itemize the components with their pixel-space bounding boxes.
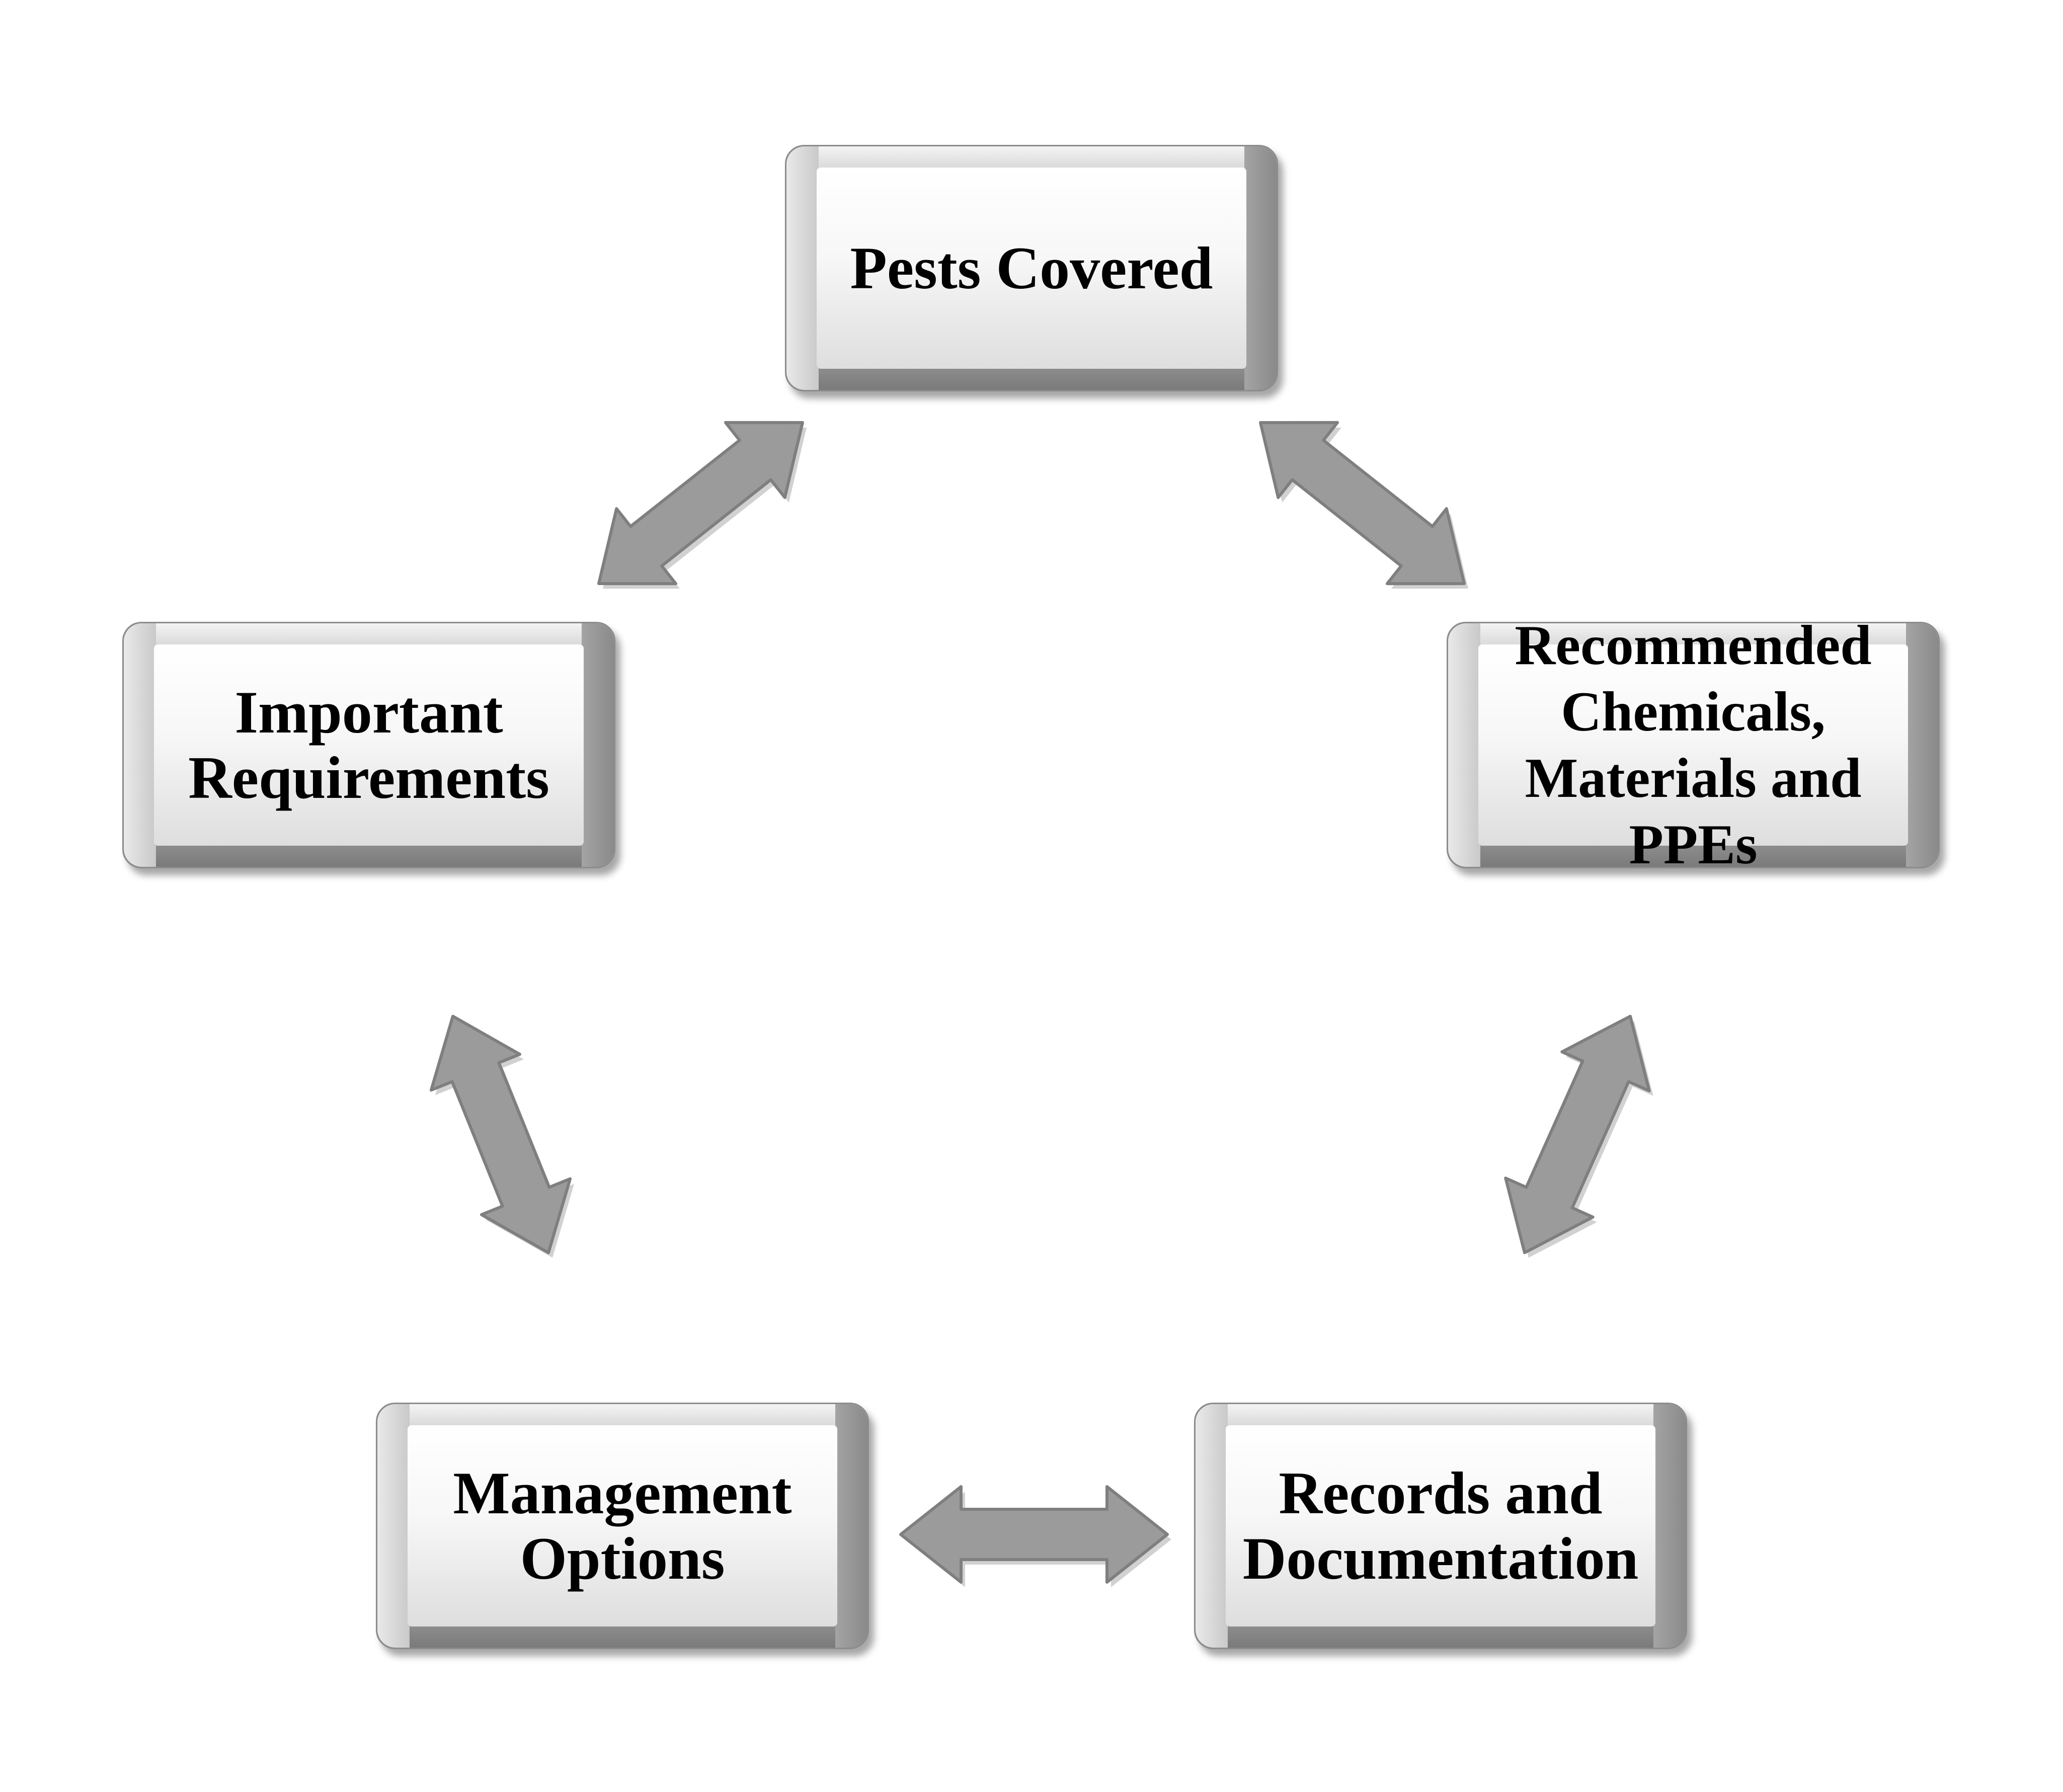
node-label-important-requirements: Important Requirements — [188, 679, 549, 811]
node-label-recommended-chemicals: Recommended Chemicals, Materials and PPE… — [1515, 614, 1872, 876]
node-management-options: Management Options — [376, 1403, 869, 1649]
arrow-pests-to-chemicals — [1259, 421, 1466, 586]
node-records-documentation: Records and Documentation — [1194, 1403, 1687, 1649]
node-label-pests-covered: Pests Covered — [850, 234, 1213, 301]
arrow-pests-to-requirements — [597, 421, 804, 586]
arrow-management-to-records — [899, 1485, 1169, 1584]
arrow-requirements-to-management — [429, 1015, 572, 1254]
arrow-chemicals-to-records — [1504, 1015, 1651, 1254]
node-recommended-chemicals: Recommended Chemicals, Materials and PPE… — [1447, 614, 1940, 876]
node-label-records-documentation: Records and Documentation — [1242, 1459, 1639, 1592]
node-pests-covered: Pests Covered — [785, 145, 1278, 391]
node-label-management-options: Management Options — [453, 1459, 792, 1592]
node-important-requirements: Important Requirements — [122, 622, 615, 868]
